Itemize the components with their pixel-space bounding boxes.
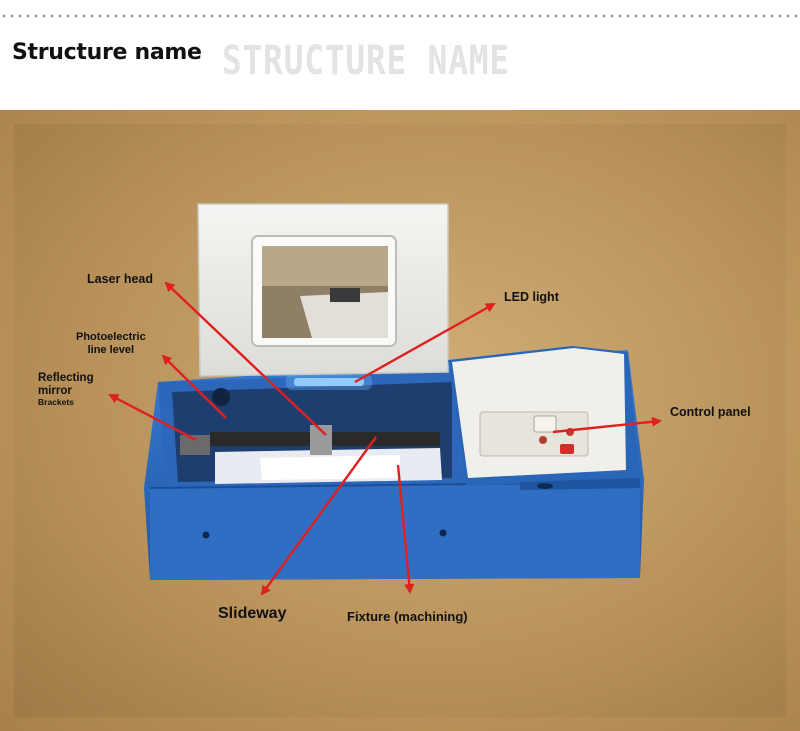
arrow-laser-head bbox=[164, 281, 327, 436]
arrow-slideway bbox=[260, 436, 377, 596]
machine-lid bbox=[197, 203, 449, 377]
dotted-divider bbox=[0, 14, 800, 18]
label-photoelectric-line2: line level bbox=[87, 343, 135, 356]
title-watermark: STRUCTURE NAME bbox=[222, 38, 510, 84]
label-slideway: Slideway bbox=[218, 605, 287, 622]
label-reflecting-line3: Brackets bbox=[38, 397, 74, 408]
arrow-led-light bbox=[354, 302, 496, 384]
arrow-control-panel bbox=[552, 416, 662, 434]
label-reflecting-mirror-brackets: Reflecting mirror Brackets bbox=[38, 372, 94, 408]
label-fixture: Fixture (machining) bbox=[347, 609, 468, 624]
arrow-photoelectric bbox=[161, 354, 227, 419]
callout-arrows bbox=[108, 281, 662, 596]
arrow-reflecting-mirror bbox=[108, 393, 197, 442]
label-reflecting-line1: Reflecting bbox=[38, 372, 94, 384]
arrow-fixture bbox=[396, 464, 415, 594]
label-reflecting-line2: mirror bbox=[38, 385, 72, 398]
label-photoelectric-line1: Photoelectric bbox=[76, 331, 146, 343]
control-panel-housing bbox=[448, 346, 640, 490]
page-title: Structure name bbox=[12, 40, 202, 65]
label-led-light: LED light bbox=[504, 290, 559, 304]
label-photoelectric-line-level: Photoelectric line level bbox=[76, 331, 146, 356]
label-control-panel: Control panel bbox=[670, 405, 751, 419]
label-laser-head: Laser head bbox=[87, 272, 154, 286]
